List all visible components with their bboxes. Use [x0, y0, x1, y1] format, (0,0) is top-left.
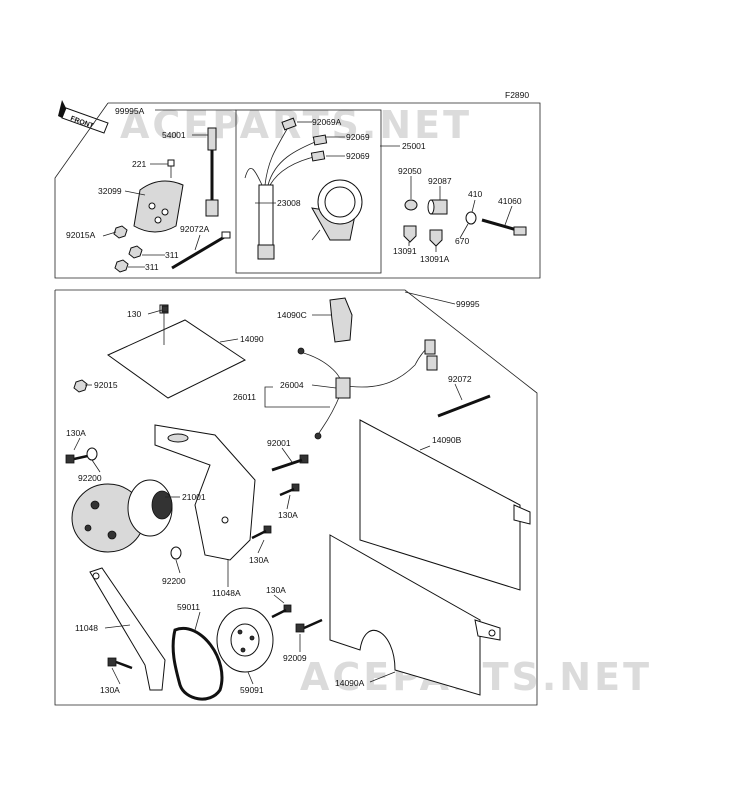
label-92069A: 92069A	[312, 117, 342, 127]
label-59091: 59091	[240, 685, 264, 695]
label-14090B: 14090B	[432, 435, 462, 445]
kit-99995-box	[54, 289, 538, 706]
meter-sub-box	[235, 109, 382, 274]
bolt-130A-e	[271, 604, 292, 619]
label-92015: 92015	[94, 380, 118, 390]
label-92200-b: 92200	[162, 576, 186, 586]
label-92200-a: 92200	[78, 473, 102, 483]
part-labels: 99995A 54001 221 32099 92015A 311 311 92…	[66, 106, 522, 695]
nut-311-a	[128, 245, 143, 259]
label-99995: 99995	[456, 299, 480, 309]
top-leaders	[102, 109, 513, 268]
arm-11048	[89, 567, 166, 691]
cable-54001	[205, 127, 219, 217]
label-130A-e: 130A	[100, 685, 120, 695]
bracket-11048A	[154, 424, 256, 561]
bolt-130A-b	[279, 483, 300, 497]
label-59011: 59011	[177, 602, 200, 612]
label-311-b: 311	[145, 262, 159, 272]
label-13091A: 13091A	[420, 254, 450, 264]
label-92001: 92001	[267, 438, 291, 448]
figure-code: F2890	[505, 90, 529, 100]
label-11048: 11048	[75, 623, 98, 633]
belt-59011	[171, 626, 224, 701]
fitting-92087	[427, 199, 448, 215]
label-130A-d: 130A	[266, 585, 286, 595]
label-92009: 92009	[283, 653, 307, 663]
label-99995A: 99995A	[115, 106, 145, 116]
label-14090: 14090	[240, 334, 264, 344]
label-41060: 41060	[498, 196, 522, 206]
tie-92072	[437, 394, 491, 418]
bolt-130A-c	[251, 525, 272, 540]
bolt-130	[161, 305, 169, 313]
label-14090A: 14090A	[335, 678, 365, 688]
label-92072: 92072	[448, 374, 472, 384]
label-26004: 26004	[280, 380, 304, 390]
label-92072A: 92072A	[180, 224, 210, 234]
label-311-a: 311	[165, 250, 179, 260]
clip-13091	[403, 225, 417, 243]
cover-14090B	[359, 419, 531, 591]
nut-92015	[73, 379, 88, 393]
oring-410	[465, 211, 477, 225]
label-21001: 21001	[182, 492, 206, 502]
label-130A-b: 130A	[278, 510, 298, 520]
bolt-92001	[271, 454, 309, 472]
bolt-130A-d	[107, 657, 133, 670]
front-arrow-icon: FRONT	[58, 100, 109, 134]
label-130A-a: 130A	[66, 428, 86, 438]
cover-14090A	[329, 534, 501, 696]
clip-13091A	[429, 229, 443, 247]
washer-92200-a	[86, 447, 98, 461]
label-23008: 23008	[277, 198, 301, 208]
label-13091: 13091	[393, 246, 417, 256]
label-11048A: 11048A	[212, 588, 241, 598]
label-92050: 92050	[398, 166, 422, 176]
bracket-32099	[133, 180, 184, 233]
label-54001: 54001	[162, 130, 186, 140]
harness-25001	[244, 117, 328, 260]
tie-92072A	[171, 231, 231, 270]
label-130A-c: 130A	[249, 555, 269, 565]
label-92087: 92087	[428, 176, 452, 186]
hour-meter-23008	[311, 179, 363, 241]
gear-41060	[481, 218, 527, 236]
nut-92015A	[113, 225, 128, 239]
label-92069-a: 92069	[346, 132, 370, 142]
label-221: 221	[132, 159, 146, 169]
label-92015A: 92015A	[66, 230, 96, 240]
cover-14090C	[329, 297, 353, 343]
pulley-59091	[216, 607, 274, 673]
label-25001: 25001	[402, 141, 426, 151]
label-14090C: 14090C	[277, 310, 307, 320]
label-32099: 32099	[98, 186, 122, 196]
washer-92200-b	[170, 546, 182, 560]
kit-99995A-box	[54, 102, 541, 279]
bolt-92009	[295, 618, 323, 633]
washer-92050	[404, 199, 418, 211]
label-92069-b: 92069	[346, 151, 370, 161]
label-130: 130	[127, 309, 141, 319]
alternator-21001	[71, 479, 173, 553]
label-26011: 26011	[233, 392, 256, 402]
bolt-221	[167, 159, 175, 178]
nut-311-b	[114, 259, 129, 273]
label-670: 670	[455, 236, 469, 246]
bottom-leaders	[73, 291, 463, 685]
label-410: 410	[468, 189, 482, 199]
